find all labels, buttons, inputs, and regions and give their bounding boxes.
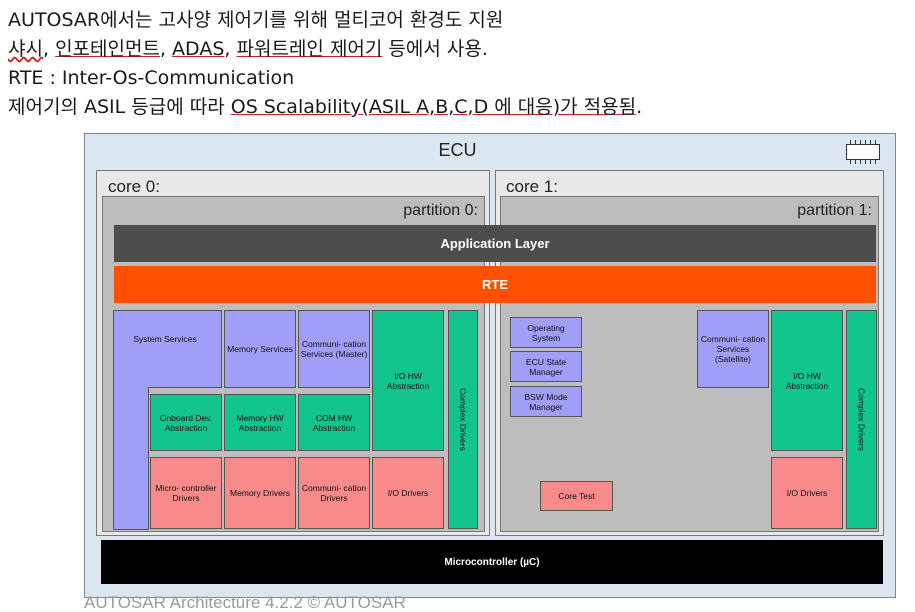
core-test-block: Core Test (540, 481, 613, 511)
memory-services-block: Memory Services (224, 310, 296, 388)
bsw-mode-manager-block: BSW Mode Manager (510, 386, 582, 417)
rte-bar: RTE (114, 266, 876, 303)
com-hw-abstraction-block: COM HW Abstraction (298, 394, 370, 451)
io-drivers-block-0: I/O Drivers (372, 457, 444, 529)
system-services-label: System Services (133, 334, 197, 344)
communication-services-satellite-block: Communi- cation Services (Satellite) (697, 310, 769, 388)
ecu-state-manager-block: ECU State Manager (510, 351, 582, 382)
note-infotainment: 인포테인먼트 (55, 38, 160, 60)
note-line-4-start: 제어기의 ASIL 등급에 따라 (8, 96, 231, 118)
partition-1-title: partition 1: (797, 202, 872, 219)
note-powertrain: 파워트레인 제어기 (236, 38, 383, 60)
note-line-2-end: 등에서 사용. (382, 38, 488, 60)
operating-system-block: Operating System (510, 317, 582, 348)
memory-hw-abstraction-block: Memory HW Abstraction (224, 394, 296, 451)
note-sep-2: , (159, 38, 173, 60)
figure-caption: AUTOSAR Architecture 4.2.2 © AUTOSAR (84, 593, 406, 612)
microcontroller-bar: Microcontroller (µC) (101, 540, 883, 584)
communication-services-master-block: Communi- cation Services (Master) (298, 310, 370, 388)
core-0-title: core 0: (108, 177, 160, 196)
note-line-4-end: . (636, 96, 643, 118)
onboard-device-abstraction-block: Onboard Dev. Abstraction (150, 394, 222, 451)
note-line-2: 샤시, 인포테인먼트, ADAS, 파워트레인 제어기 등에서 사용. (8, 37, 488, 61)
io-hw-abstraction-block-0: I/O HW Abstraction (372, 310, 444, 451)
chip-icon (846, 140, 880, 164)
application-layer: Application Layer (114, 225, 876, 262)
memory-drivers-block: Memory Drivers (224, 457, 296, 529)
complex-drivers-block-0: Complex Drivers (448, 310, 478, 529)
core-1-title: core 1: (506, 177, 558, 196)
note-adas: ADAS (172, 38, 225, 60)
ecu-title: ECU (438, 140, 477, 160)
microcontroller-drivers-block: Micro- controller Drivers (150, 457, 222, 529)
partition-0-title: partition 0: (403, 202, 478, 219)
note-line-3: RTE : Inter-Os-Communication (8, 67, 295, 89)
io-hw-abstraction-block-1: I/O HW Abstraction (771, 310, 843, 451)
note-sep-1: , (42, 38, 56, 60)
system-services-shape (113, 310, 222, 530)
complex-drivers-block-1: Complex Drivers (846, 310, 877, 529)
note-chassis: 샤시 (8, 38, 43, 60)
note-line-1: AUTOSAR에서는 고사양 제어기를 위해 멀티코어 환경도 지원 (8, 9, 504, 31)
io-drivers-block-1: I/O Drivers (771, 457, 843, 529)
note-line-4: 제어기의 ASIL 등급에 따라 OS Scalability(ASIL A,B… (8, 95, 642, 119)
communication-drivers-block: Communi- cation Drivers (298, 457, 370, 529)
note-os-scalability: OS Scalability(ASIL A,B,C,D 에 대응)가 적용됨 (230, 96, 637, 118)
note-sep-3: , (224, 38, 237, 60)
